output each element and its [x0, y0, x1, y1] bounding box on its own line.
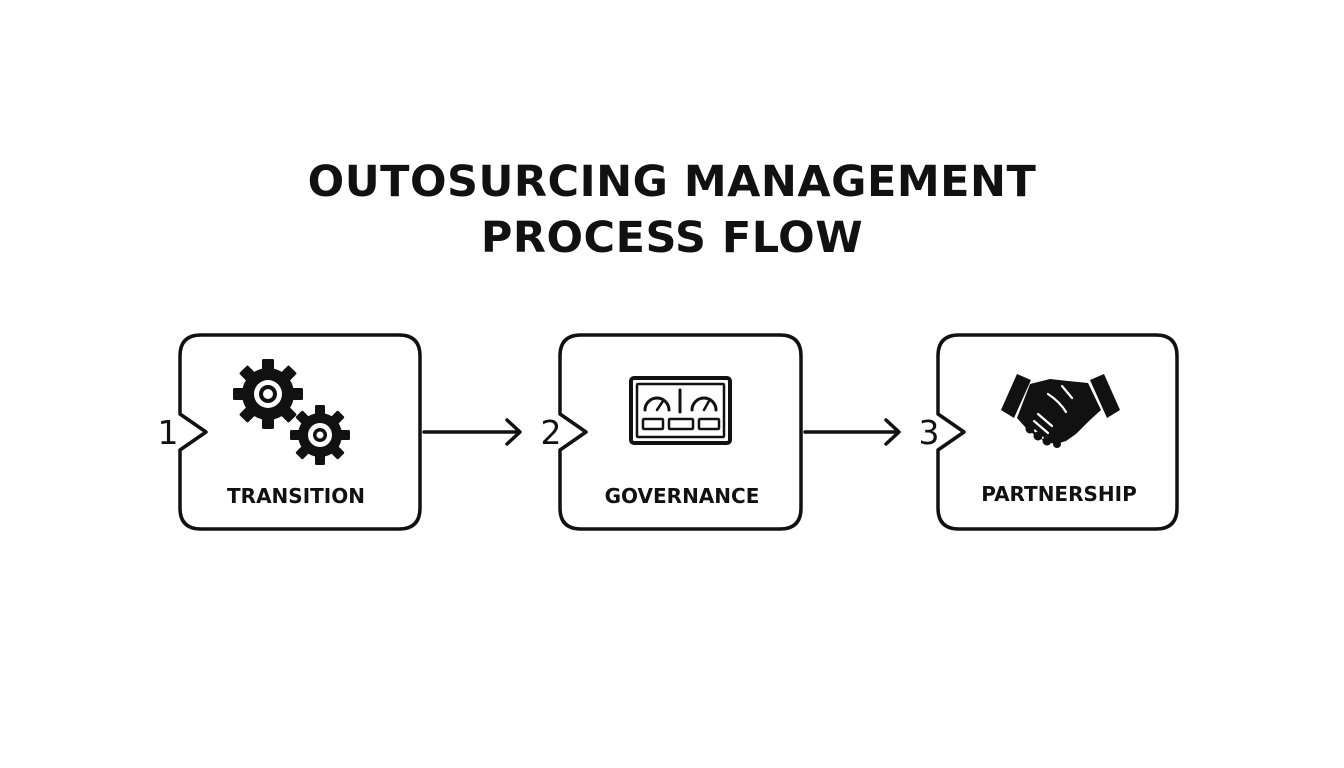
step-partnership: 3 PARTNERSHIP: [919, 333, 1179, 531]
step-box: [936, 333, 1179, 531]
flow-arrow: [803, 418, 901, 446]
diagram-title-line-2: PROCESS FLOW: [480, 213, 864, 263]
step-number: 3: [919, 413, 940, 452]
step-box: [558, 333, 803, 531]
dashboard-panel-icon: [629, 376, 732, 445]
step-number: 1: [158, 413, 179, 452]
handshake-icon: [1001, 374, 1120, 448]
flow-arrow: [422, 418, 522, 446]
step-number: 2: [541, 413, 562, 452]
gears-icon: [233, 359, 350, 465]
step-label: PARTNERSHIP: [981, 482, 1137, 506]
diagram-title-line-1: OUTOSURCING MANAGEMENT: [307, 157, 1037, 207]
step-transition: 1: [158, 333, 422, 531]
step-label: TRANSITION: [227, 484, 365, 508]
step-label: GOVERNANCE: [605, 484, 760, 508]
step-box: [178, 333, 422, 531]
step-governance: 2 GOVERNANCE: [541, 333, 803, 531]
